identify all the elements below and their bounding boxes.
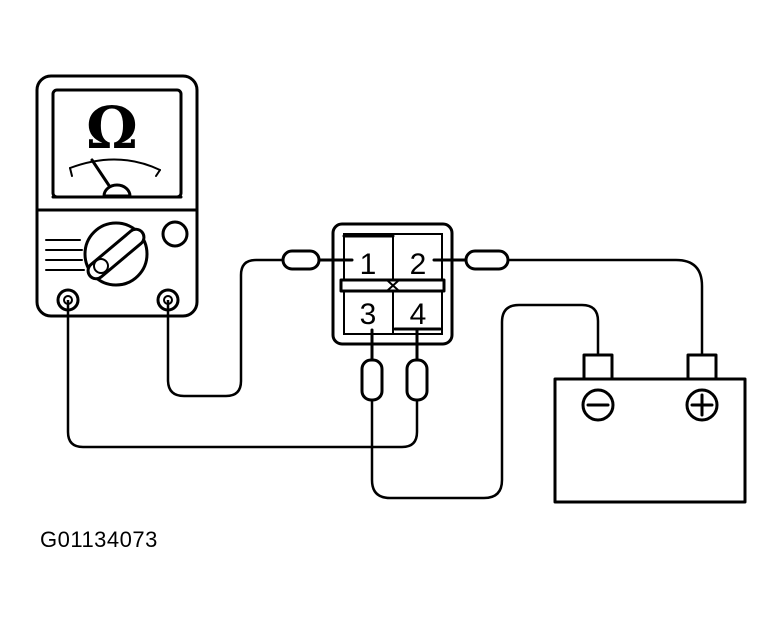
meter-terminal-left[interactable] [56, 288, 80, 312]
scale-tick [69, 167, 73, 177]
range-scale-marks [45, 239, 85, 271]
wire-pin2-to-battery-positive [508, 258, 704, 355]
ohmmeter-body [35, 74, 199, 318]
meter-terminal-right[interactable] [156, 288, 180, 312]
pin-label-3: 3 [360, 298, 377, 331]
figure-id-label: G01134073 [40, 527, 158, 552]
zero-adjust-knob[interactable] [161, 220, 189, 248]
probe-pin4[interactable] [405, 358, 429, 402]
positive-terminal-icon [685, 388, 719, 422]
pin-label-2: 2 [410, 248, 427, 281]
meter-needle [90, 158, 114, 192]
ohmmeter: Ω [35, 74, 199, 318]
probe-pin1[interactable] [281, 249, 321, 271]
wire-pin3-to-battery-negative [370, 303, 600, 500]
relay: 1 2 3 4 [318, 222, 468, 364]
probe-pin2[interactable] [464, 249, 510, 271]
ohm-symbol: Ω [86, 94, 138, 162]
relay-center-mark [387, 280, 399, 291]
negative-terminal-icon [581, 388, 615, 422]
meter-scale-arc [69, 158, 161, 171]
pin-label-1: 1 [360, 248, 377, 281]
probe-pin3[interactable] [360, 358, 384, 402]
pin-label-4: 4 [410, 298, 427, 331]
battery-body [553, 377, 747, 504]
battery-negative-post[interactable] [582, 353, 614, 381]
wire-meter-left-to-pin4 [66, 300, 419, 449]
scale-tick [155, 169, 161, 177]
wire-meter-right-to-pin1 [166, 258, 285, 398]
needle-pivot [102, 183, 132, 198]
battery-positive-post[interactable] [686, 353, 718, 381]
battery [553, 353, 747, 504]
range-selector-knob[interactable] [83, 221, 149, 287]
relay-body [331, 222, 454, 346]
